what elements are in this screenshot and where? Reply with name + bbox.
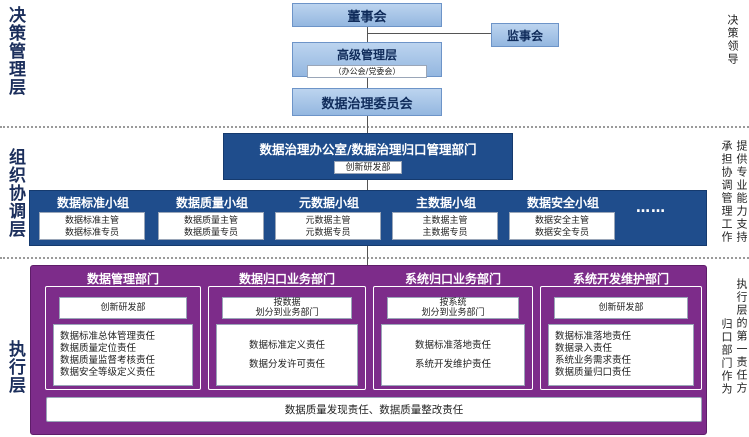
dept-duty: 数据质量定位责任 <box>60 343 137 354</box>
teams-more: …… <box>636 200 666 216</box>
dept-frame <box>373 286 533 390</box>
dept-duty: 数据质量监督考核责任 <box>60 355 156 366</box>
connector-senior-committee <box>367 76 368 88</box>
team-roles: 数据质量主管数据质量专员 <box>158 212 264 240</box>
dept-duty: 数据标准落地责任 <box>555 331 632 342</box>
dept-sub: 按数据划分到业务部门 <box>222 297 352 319</box>
dept-title: 数据归口业务部门 <box>238 272 335 286</box>
dept-duty: 系统业务需求责任 <box>555 355 632 366</box>
separator-bottom <box>0 257 749 259</box>
label-execution-role-2: 归口部门作为 <box>720 318 733 396</box>
dept-title: 数据管理部门 <box>86 272 159 286</box>
team-title: 主数据小组 <box>415 196 476 210</box>
dept-sub: 创新研发部 <box>554 297 688 319</box>
team-roles: 数据标准主管数据标准专员 <box>39 212 145 240</box>
office-box: 数据治理办公室/数据治理归口管理部门 创新研发部 <box>223 133 513 180</box>
dept-duties: 数据标准落地责任数据录入责任系统业务需求责任数据质量归口责任 <box>548 324 694 386</box>
team-role: 主数据专员 <box>422 228 468 238</box>
dept-sub-line: 划分到业务部门 <box>421 308 485 318</box>
supervisory-box: 监事会 <box>491 23 559 47</box>
label-execution-role-1: 执行层的第一责任方 <box>735 278 748 395</box>
office-sub: 创新研发部 <box>334 161 402 174</box>
dept-sub-line: 按数据 <box>273 298 301 308</box>
label-organization-layer: 组织协调层 <box>5 148 25 238</box>
team-role: 数据安全专员 <box>534 228 589 238</box>
label-decision-layer: 决策管理层 <box>5 6 25 96</box>
team-role: 元数据专员 <box>305 228 351 238</box>
team-role: 数据标准主管 <box>64 216 119 226</box>
team-roles: 数据安全主管数据安全专员 <box>509 212 615 240</box>
label-execution-layer: 执行层 <box>5 340 25 394</box>
dept-title: 系统归口业务部门 <box>404 272 501 286</box>
dept-duties: 数据标准总体管理责任数据质量定位责任数据质量监督考核责任数据安全等级定义责任 <box>53 324 193 386</box>
team-role: 元数据主管 <box>305 216 351 226</box>
label-organization-role-2: 承担协调管理工作 <box>720 140 733 244</box>
team-title: 数据质量小组 <box>175 196 248 210</box>
dept-sub-line: 按系统 <box>439 298 467 308</box>
senior-mgmt-title: 高级管理层 <box>336 48 397 62</box>
dept-duties: 数据标准落地责任系统开发维护责任 <box>381 324 525 386</box>
label-organization-role-1: 提供专业能力支持 <box>735 140 748 244</box>
separator-top <box>0 126 749 128</box>
senior-mgmt-sub: （办公会/党委会） <box>307 65 427 78</box>
dept-title: 系统开发维护部门 <box>572 272 669 286</box>
dept-duty: 数据安全等级定义责任 <box>60 367 156 378</box>
dept-sub: 按系统划分到业务部门 <box>387 297 519 319</box>
team-roles: 主数据主管主数据专员 <box>392 212 498 240</box>
dept-duty: 数据标准定义责任 <box>248 340 325 351</box>
dept-sub: 创新研发部 <box>59 297 187 319</box>
team-title: 数据安全小组 <box>526 196 599 210</box>
team-role: 数据安全主管 <box>534 216 589 226</box>
team-role: 数据质量主管 <box>183 216 238 226</box>
connector-teams-execution <box>367 246 368 266</box>
dept-duty: 数据质量归口责任 <box>555 367 632 378</box>
label-decision-role: 决策领导 <box>726 14 739 66</box>
committee-box: 数据治理委员会 <box>292 88 442 116</box>
shared-duties: 数据质量发现责任、数据质量整改责任 <box>46 397 702 422</box>
connector-committee-office <box>367 116 368 134</box>
dept-duties: 数据标准定义责任数据分发许可责任 <box>216 324 358 386</box>
dept-frame <box>540 286 702 390</box>
office-title: 数据治理办公室/数据治理归口管理部门 <box>259 142 477 157</box>
board-box: 董事会 <box>292 3 442 27</box>
dept-duty: 数据标准落地责任 <box>414 340 491 351</box>
team-role: 数据标准专员 <box>64 228 119 238</box>
dept-duty: 数据分发许可责任 <box>248 359 325 370</box>
connector-board-supervisory <box>367 33 491 34</box>
team-title: 元数据小组 <box>298 196 359 210</box>
team-title: 数据标准小组 <box>56 196 129 210</box>
dept-duty: 数据标准总体管理责任 <box>60 331 156 342</box>
connector-board-senior <box>367 26 368 42</box>
dept-frame <box>45 286 201 390</box>
dept-duty: 数据录入责任 <box>555 343 613 354</box>
team-role: 主数据主管 <box>422 216 468 226</box>
dept-frame <box>208 286 366 390</box>
dept-duty: 系统开发维护责任 <box>414 359 491 370</box>
team-roles: 元数据主管元数据专员 <box>275 212 381 240</box>
dept-sub-line: 创新研发部 <box>100 303 146 313</box>
connector-office-teams <box>367 180 368 190</box>
dept-sub-line: 创新研发部 <box>598 303 644 313</box>
dept-sub-line: 划分到业务部门 <box>255 308 319 318</box>
team-role: 数据质量专员 <box>183 228 238 238</box>
senior-mgmt-box: 高级管理层 （办公会/党委会） <box>292 42 442 78</box>
